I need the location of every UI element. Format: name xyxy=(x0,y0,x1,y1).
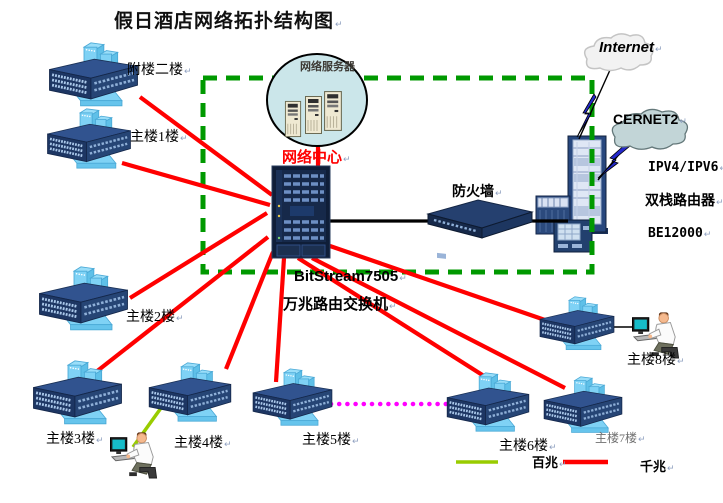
pc-user-icon-floor3 xyxy=(110,431,158,479)
link-gigabit-floor7 xyxy=(311,256,566,390)
link-gigabit-floor3 xyxy=(94,235,270,374)
switch-icon-floor5 xyxy=(251,368,334,427)
label-be12000: BE12000↵ xyxy=(648,226,712,241)
label-floor2: 主楼2楼↵ xyxy=(126,310,184,325)
server-tower-icon xyxy=(284,100,302,138)
console-device-icon xyxy=(553,219,593,253)
return-mark: ↵ xyxy=(180,134,188,144)
return-mark: ↵ xyxy=(719,164,723,174)
label-floor1: 主楼1楼↵ xyxy=(130,130,188,145)
label-ipv4-ipv6: IPV4/IPV6↵ xyxy=(648,160,723,176)
link-gigabit-floor6 xyxy=(296,256,497,385)
legend-fast-label: 百兆↵ xyxy=(532,455,567,470)
link-gigabit-floor1 xyxy=(121,160,271,208)
return-mark: ↵ xyxy=(399,274,407,284)
diagram-title: 假日酒店网络拓扑结构图↵ xyxy=(114,11,344,32)
link-gigabit-floor2 xyxy=(128,211,269,300)
return-mark: ↵ xyxy=(703,230,712,240)
return-mark: ↵ xyxy=(677,357,685,367)
return-mark: ↵ xyxy=(655,45,663,55)
label-network-center: 网络中心↵ xyxy=(282,149,351,166)
switch-icon-floor4 xyxy=(147,362,233,423)
return-mark: ↵ xyxy=(495,189,503,199)
switch-icon-floor8 xyxy=(538,296,616,351)
cernet2-cloud xyxy=(611,108,689,150)
server-tower-icon xyxy=(324,90,342,132)
return-mark: ↵ xyxy=(96,436,104,446)
label-core-type: 万兆路由交换机↵ xyxy=(283,296,397,313)
label-dual-stack-router: 双栈路由器↵ xyxy=(645,192,723,208)
label-floor8: 主楼8楼↵ xyxy=(627,353,685,368)
switch-icon-floor3 xyxy=(32,360,123,426)
return-mark: ↵ xyxy=(679,117,687,127)
lightning-bolt-icon xyxy=(576,93,597,138)
switch-icon-floor1 xyxy=(46,108,132,170)
label-floor7: 主楼7楼↵ xyxy=(595,431,646,445)
core-switch-icon xyxy=(271,165,331,259)
label-servers: 网络服务器 xyxy=(300,61,355,73)
pc-user-icon-floor8 xyxy=(632,311,680,359)
server-tower-icon xyxy=(304,95,323,135)
label-firewall: 防火墙↵ xyxy=(452,183,503,199)
server-farm-cloud xyxy=(266,53,368,147)
label-core-model: BitStream7505↵ xyxy=(294,268,407,285)
switch-icon-floor2 xyxy=(38,266,129,332)
legend-giga-label: 千兆↵ xyxy=(640,459,675,474)
return-mark: ↵ xyxy=(352,437,360,447)
return-mark: ↵ xyxy=(335,20,344,30)
dual-stack-router-rack-icon xyxy=(566,135,608,234)
label-floor3: 主楼3楼↵ xyxy=(46,432,104,447)
label-floor5: 主楼5楼↵ xyxy=(302,433,360,448)
link-gigabit-floor4 xyxy=(224,251,275,370)
gigabit-links xyxy=(94,95,566,390)
switch-icon-annex2 xyxy=(48,42,139,108)
return-mark: ↵ xyxy=(638,435,646,445)
link-gigabit-floor5 xyxy=(273,257,287,383)
label-annex2: 附楼二楼↵ xyxy=(127,63,192,78)
link-internet xyxy=(578,69,611,140)
return-mark: ↵ xyxy=(184,67,192,77)
lightning-bolt-icon xyxy=(597,141,631,179)
return-mark: ↵ xyxy=(559,460,567,470)
firewall-icon xyxy=(426,199,534,259)
return-mark: ↵ xyxy=(176,314,184,324)
network-center-dashed-border xyxy=(200,75,595,275)
return-mark: ↵ xyxy=(716,198,723,208)
return-mark: ↵ xyxy=(549,443,557,453)
internet-cloud xyxy=(583,33,654,72)
return-mark: ↵ xyxy=(389,302,397,312)
link-fast-pc-floor4 xyxy=(131,406,163,449)
return-mark: ↵ xyxy=(667,464,675,474)
label-cernet2: CERNET2↵ xyxy=(613,111,687,127)
label-internet: Internet↵ xyxy=(599,39,663,56)
label-floor4: 主楼4楼↵ xyxy=(174,436,232,451)
link-gigabit-floor8 xyxy=(329,244,546,322)
return-mark: ↵ xyxy=(343,155,351,165)
link-gigabit-annex2 xyxy=(138,95,274,197)
return-mark: ↵ xyxy=(224,440,232,450)
label-floor6: 主楼6楼↵ xyxy=(499,439,557,454)
switch-icon-floor6 xyxy=(445,372,531,433)
